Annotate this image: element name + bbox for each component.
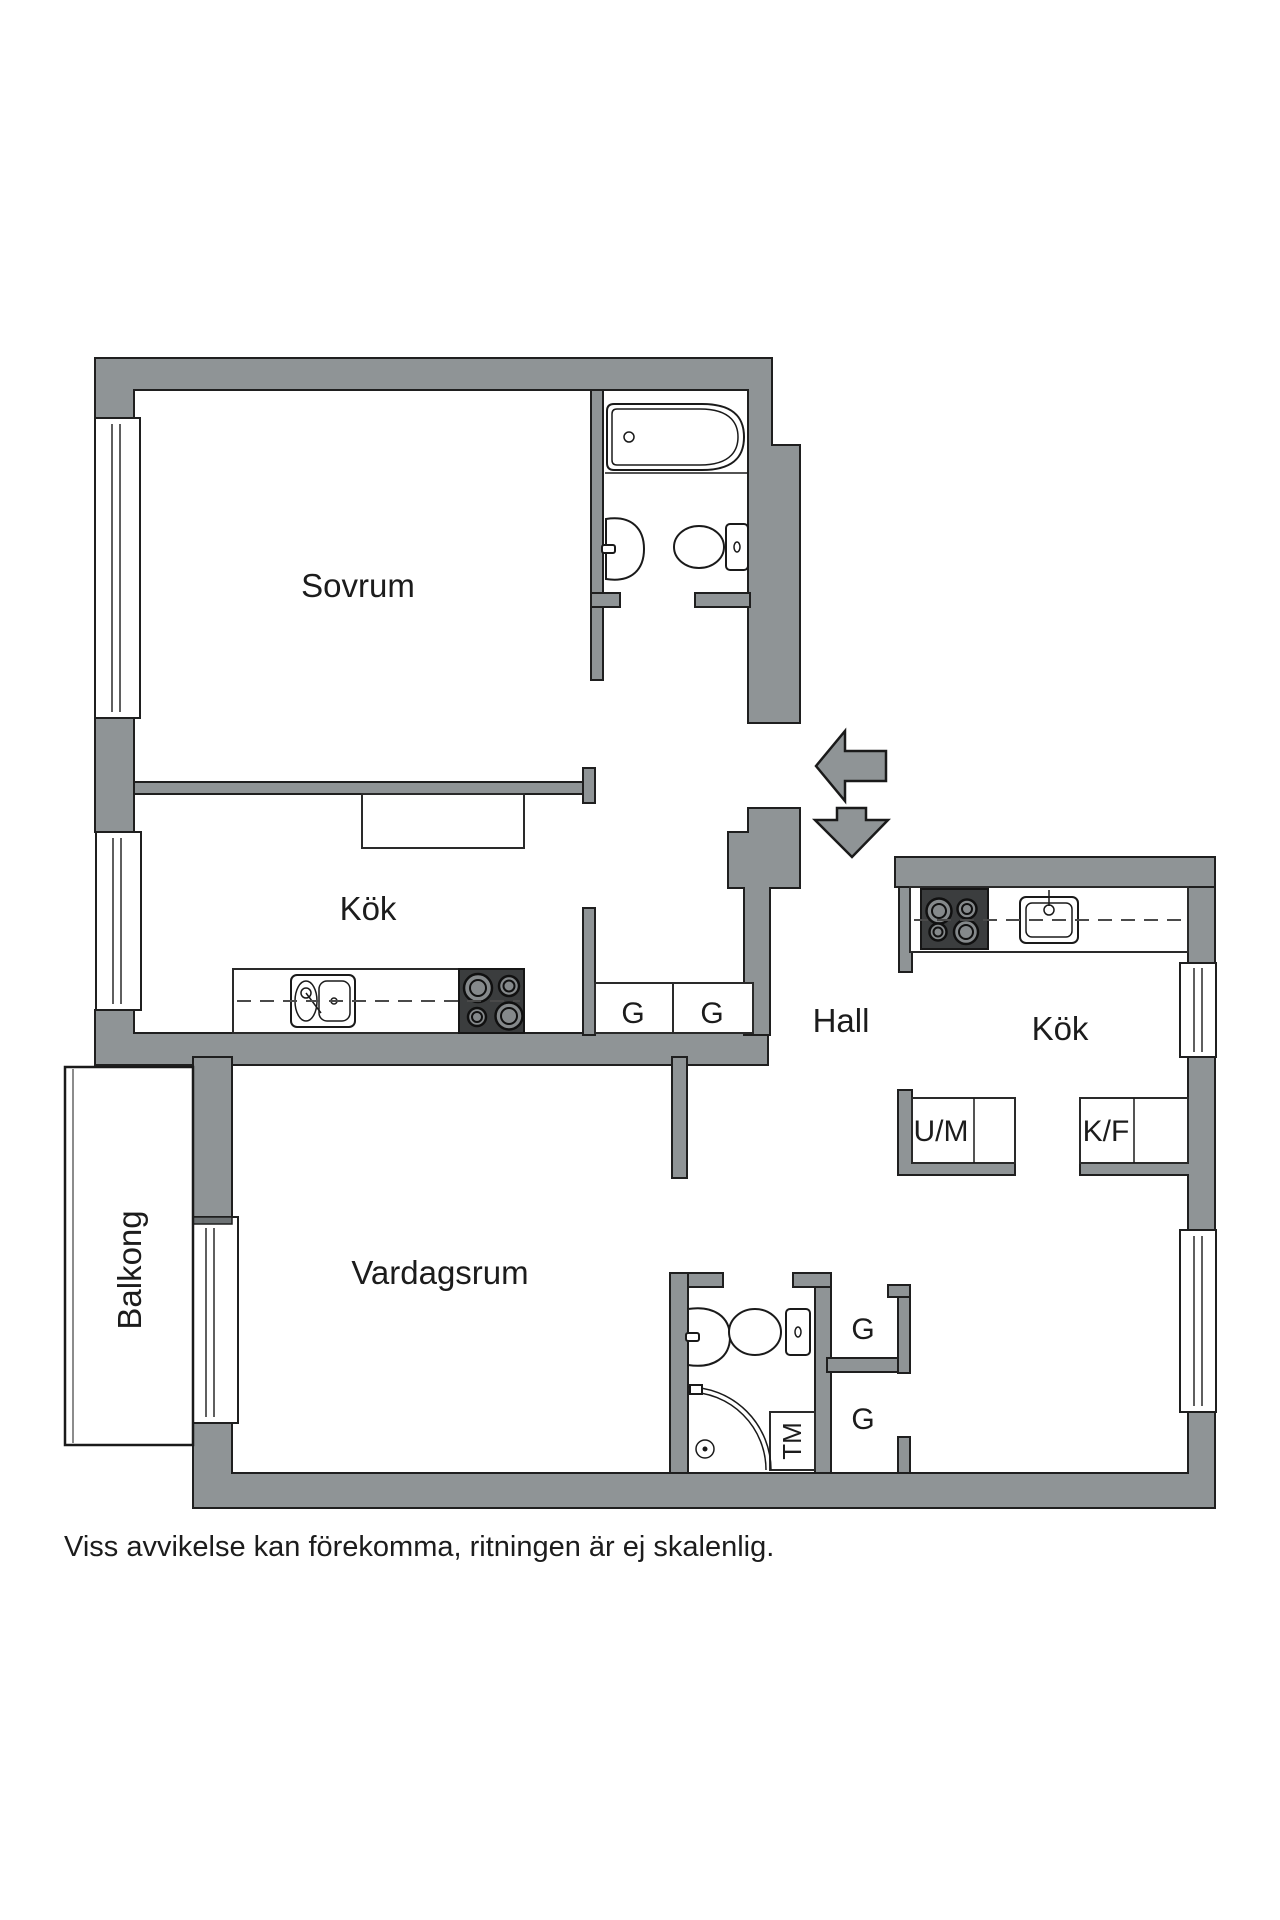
wall-sovrum-east [590, 389, 604, 681]
room-label-vardagsrum: Vardagsrum [351, 1254, 528, 1291]
balcony-door [191, 1216, 239, 1424]
wardrobe-box [361, 793, 525, 849]
walls [94, 357, 1216, 1509]
toilet-top [673, 523, 749, 571]
wall-bath2-east [814, 1286, 832, 1474]
entry-arrow-down-icon [811, 806, 891, 859]
toilet-bottom [728, 1308, 811, 1356]
kok2-window [1179, 962, 1217, 1058]
hall-closet-right [672, 982, 754, 1034]
wall-sovrum-kok-divider [133, 781, 584, 795]
wall-g-upper-south [826, 1357, 899, 1373]
wall-divider-cap [582, 767, 596, 804]
balcony [63, 1065, 195, 1447]
wall-west-mid [94, 717, 135, 833]
kok2-window-glazing [1193, 968, 1203, 1052]
wall-south-complex [192, 1411, 1216, 1509]
bathroom-bottom [685, 1307, 811, 1471]
appliance-label-kf: K/F [1083, 1115, 1130, 1148]
balcony-door-glazing [205, 1228, 215, 1417]
room-label-sovrum: Sovrum [301, 567, 415, 604]
wall-bath1-south-right [694, 592, 751, 608]
wall-g-upper-cap [887, 1284, 911, 1298]
wall-bath2-north-right [792, 1272, 832, 1288]
stove-right-burners [925, 897, 980, 946]
washing-machine-box [769, 1411, 816, 1471]
sink-left [290, 974, 356, 1028]
room-label-kok-left: Kök [340, 890, 397, 927]
wall-bath2-west [669, 1272, 689, 1474]
kitchen-left-counter [232, 968, 525, 1034]
wall-bath1-south-left [590, 592, 621, 608]
sink-bath-top [601, 517, 646, 581]
bathroom-top [601, 403, 749, 581]
balcony-outline [63, 1065, 195, 1447]
wall-kok-closet-stub [582, 907, 596, 1036]
bathtub-inner [611, 408, 739, 466]
storage [361, 793, 1189, 1471]
hall-closet-left [594, 982, 674, 1034]
appliance-label-tm: TM [777, 1422, 807, 1460]
room-label-hall: Hall [813, 1002, 870, 1039]
closet-label-hall-g-right: G [700, 997, 723, 1030]
wall-g-upper-east [897, 1296, 911, 1374]
balcony-door-threshold [191, 1216, 233, 1225]
windows [94, 417, 1217, 1424]
entry-arrow-left-icon [814, 727, 888, 805]
wall-vardagsrum-west [192, 1056, 233, 1218]
entry-arrows [811, 727, 891, 859]
closet-label-g-upper: G [851, 1313, 874, 1346]
room-label-balkong: Balkong [111, 1210, 148, 1329]
closet-label-g-lower: G [851, 1403, 874, 1436]
washer-box [911, 1097, 1016, 1164]
wall-hall-vardagsrum-stub [671, 1056, 688, 1179]
room-label-kok-right: Kök [1032, 1010, 1089, 1047]
kok-window [95, 831, 142, 1011]
vardagsrum-window [1179, 1229, 1217, 1413]
vardagsrum-window-glazing [1193, 1236, 1203, 1406]
disclaimer-caption: Viss avvikelse kan förekomma, ritningen … [64, 1531, 774, 1563]
appliance-label-um: U/M [914, 1115, 969, 1148]
kitchen-right-counter [909, 886, 1189, 953]
bathtub-drain [623, 431, 635, 443]
kok-window-glazing [112, 838, 122, 1004]
closet-label-hall-g-left: G [621, 997, 644, 1030]
sovrum-window [94, 417, 141, 719]
wall-kok2-north [894, 856, 1216, 888]
wall-east-1 [1187, 886, 1216, 964]
sink-right [1019, 890, 1079, 944]
wall-entry-steps [727, 807, 801, 1036]
sovrum-window-glazing [111, 424, 121, 712]
shower [687, 1384, 772, 1471]
labels: Sovrum Kök Hall Kök Vardagsrum Balkong G… [111, 567, 1129, 1460]
stove-left-burners [462, 972, 524, 1031]
bathtub [606, 403, 746, 471]
sink-bath-bottom [685, 1307, 732, 1367]
wall-g-lower-stub [897, 1436, 911, 1474]
